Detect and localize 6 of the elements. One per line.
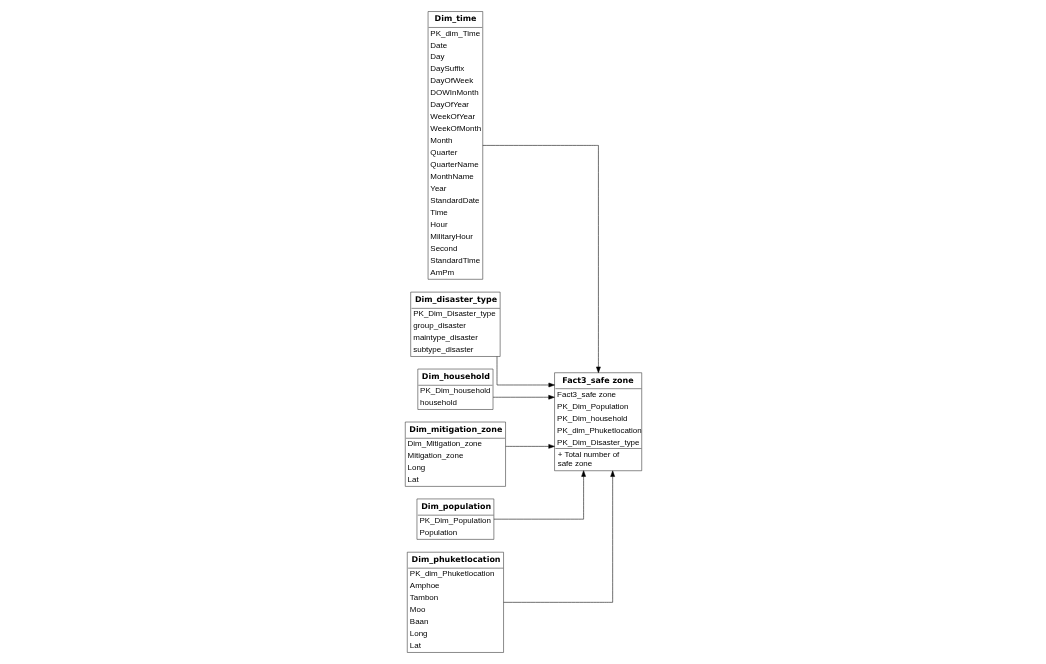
arrow xyxy=(493,470,586,520)
arrow xyxy=(492,394,555,400)
arrow xyxy=(482,145,601,373)
arrow xyxy=(502,470,615,603)
arrow xyxy=(496,356,555,388)
arrow xyxy=(504,444,555,449)
